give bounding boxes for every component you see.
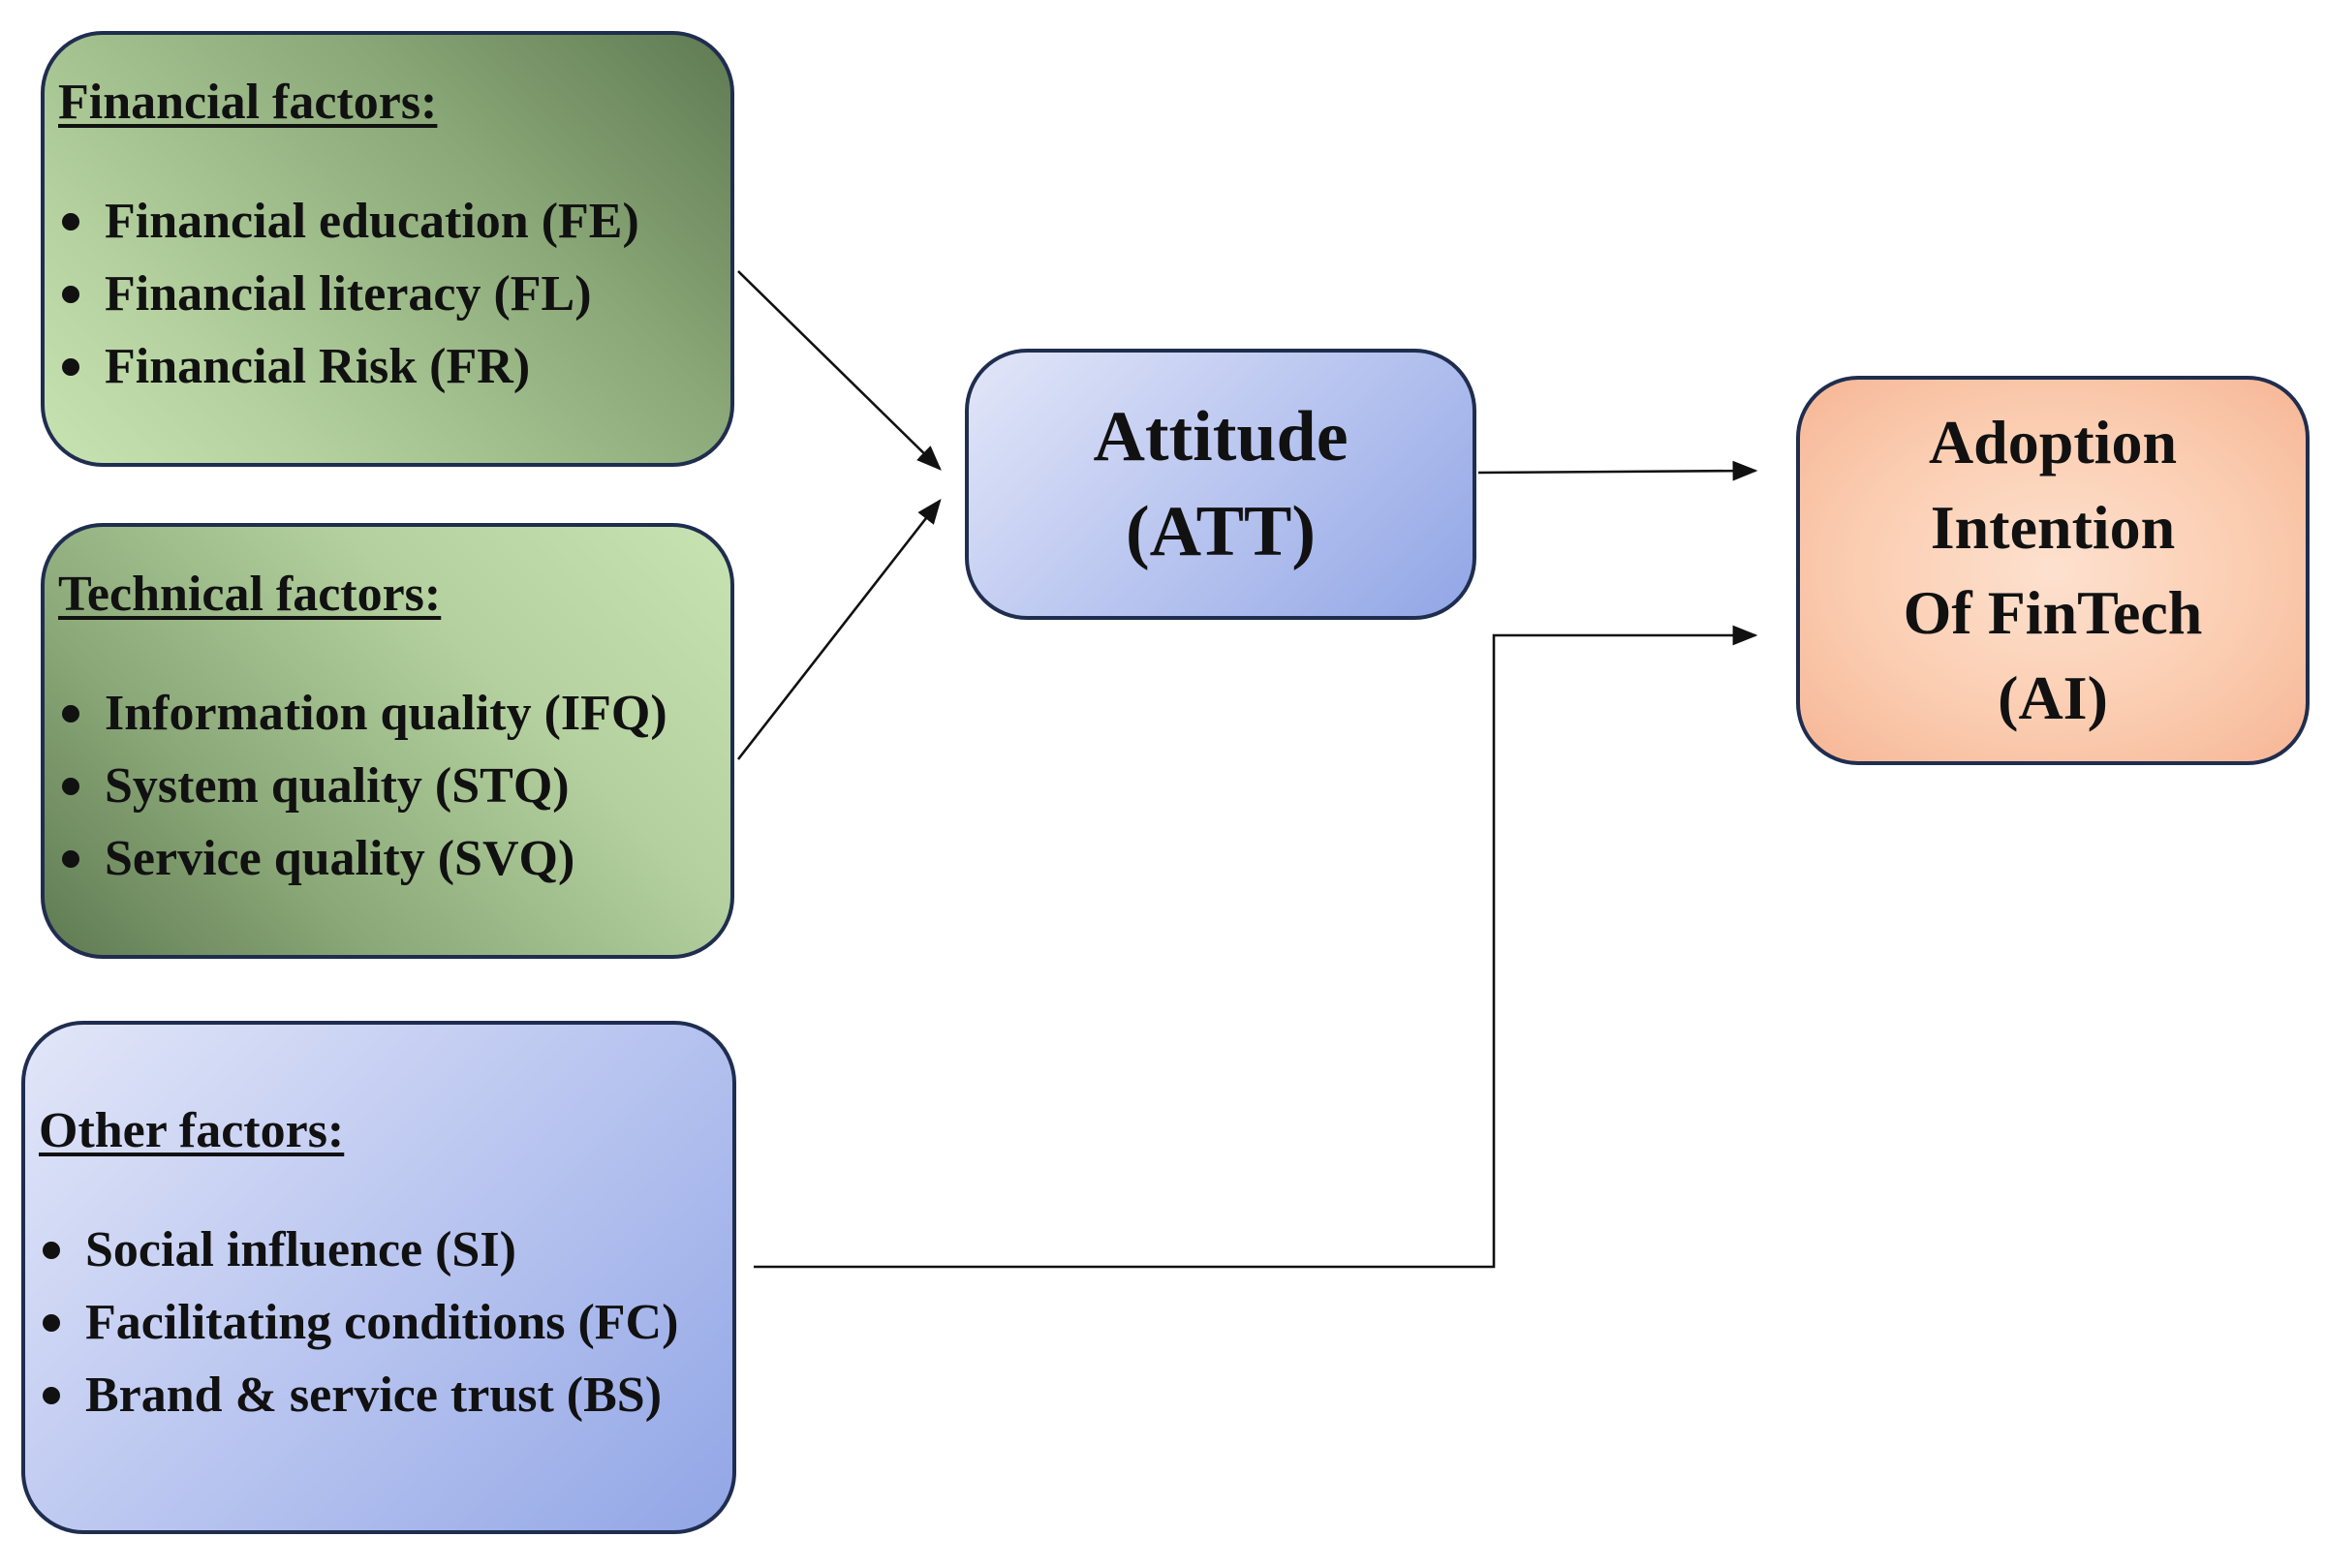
factor-label: Financial Risk (FR) [105, 339, 531, 394]
adoption-label-line: Adoption [1928, 408, 2178, 477]
arrow-attitude-to-adoption [1477, 460, 1758, 481]
financial-factors-box: Financial factors: Financial education (… [41, 31, 734, 467]
other-factors-list: Social influence (SI) Facilitating condi… [39, 1214, 732, 1431]
bullet-icon [62, 285, 79, 303]
bullet-icon [43, 1241, 60, 1259]
factor-label: Service quality (SVQ) [105, 831, 575, 886]
adoption-abbreviation: (AI) [1998, 663, 2108, 732]
factor-label: Financial education (FE) [105, 194, 639, 249]
list-item: Financial literacy (FL) [58, 258, 730, 330]
bullet-icon [62, 357, 79, 376]
financial-factors-title: Financial factors: [58, 75, 438, 130]
bullet-icon [43, 1313, 60, 1332]
arrow-technical-to-attitude [736, 498, 942, 760]
adoption-intention-node: Adoption Intention Of FinTech (AI) [1796, 376, 2310, 765]
factor-label: Facilitating conditions (FC) [85, 1295, 679, 1350]
list-item: Brand & service trust (BS) [39, 1359, 732, 1431]
bullet-icon [62, 704, 79, 723]
factor-label: Brand & service trust (BS) [85, 1368, 663, 1423]
bullet-icon [62, 777, 79, 795]
adoption-label-line: Intention [1930, 493, 2176, 562]
adoption-label-line: Of FinTech [1903, 578, 2203, 647]
bullet-icon [62, 212, 79, 231]
attitude-abbreviation: (ATT) [1126, 492, 1316, 571]
factor-label: Information quality (IFQ) [105, 686, 667, 741]
list-item: Financial education (FE) [58, 185, 730, 258]
attitude-label: Attitude [1093, 397, 1349, 477]
technical-factors-title: Technical factors: [58, 567, 442, 622]
financial-factors-list: Financial education (FE) Financial liter… [58, 185, 730, 403]
other-factors-box: Other factors: Social influence (SI) Fac… [21, 1021, 736, 1534]
technical-factors-list: Information quality (IFQ) System quality… [58, 677, 730, 895]
factor-label: System quality (STQ) [105, 758, 570, 814]
arrow-other-to-adoption [754, 625, 1758, 1269]
factor-label: Social influence (SI) [85, 1222, 516, 1277]
list-item: Social influence (SI) [39, 1214, 732, 1286]
technical-factors-box: Technical factors: Information quality (… [41, 523, 734, 959]
list-item: System quality (STQ) [58, 750, 730, 822]
list-item: Information quality (IFQ) [58, 677, 730, 750]
arrow-financial-to-attitude [737, 270, 942, 471]
attitude-node: Attitude (ATT) [965, 349, 1476, 620]
list-item: Facilitating conditions (FC) [39, 1286, 732, 1359]
list-item: Financial Risk (FR) [58, 330, 730, 403]
bullet-icon [43, 1386, 60, 1404]
bullet-icon [62, 849, 79, 868]
list-item: Service quality (SVQ) [58, 822, 730, 895]
other-factors-title: Other factors: [39, 1103, 345, 1158]
factor-label: Financial literacy (FL) [105, 266, 592, 322]
